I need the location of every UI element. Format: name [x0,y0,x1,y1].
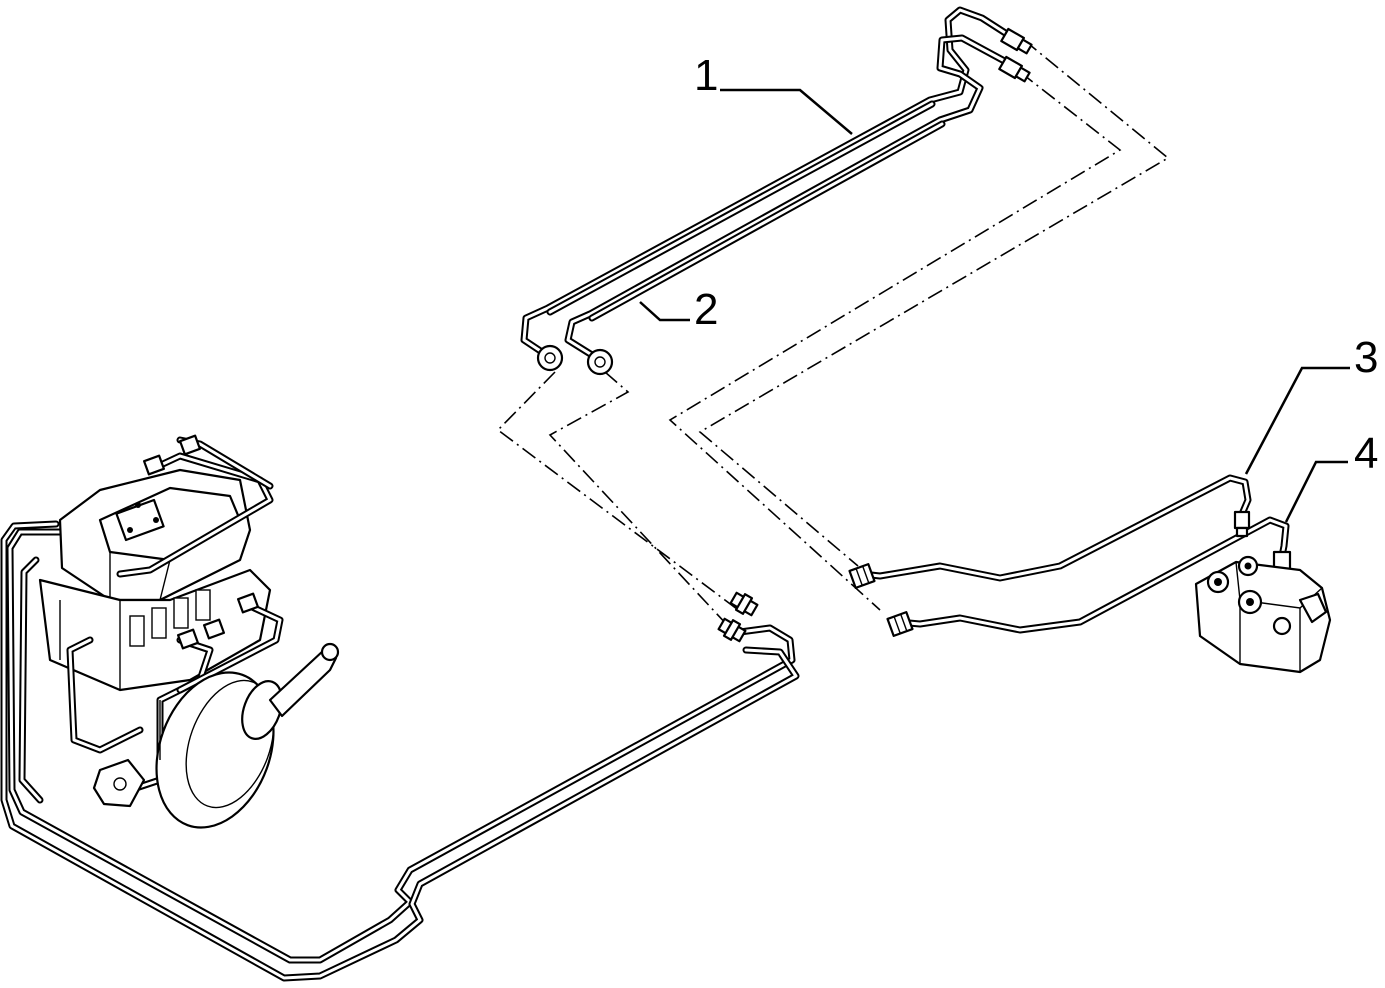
pipe-3-and-4 [858,474,1290,634]
pipe-fittings-lower [717,591,759,643]
connection-line-b [668,71,1122,611]
connection-line-a [698,39,1170,567]
pressure-regulator-valve [1194,555,1332,674]
pipe-1-and-2 [520,6,1014,364]
brake-servo-booster [92,642,340,829]
callout-2: 2 [694,285,719,334]
connection-lines [496,39,1170,629]
fitting-union-2 [998,55,1031,83]
connection-line-c [496,371,746,616]
callout-4: 4 [1354,429,1379,478]
pipe-fittings-upper [536,27,1033,376]
leader-line-4 [1284,460,1348,523]
abs-hydraulic-unit [38,434,284,794]
leader-line-3 [1244,366,1350,475]
lower-pipe-loop [0,520,800,982]
leader-lines [639,88,1350,523]
leader-line-2 [639,301,690,322]
callout-1: 1 [694,51,719,100]
leader-line-1 [720,88,853,135]
callout-3: 3 [1354,333,1379,382]
connection-line-d [548,371,731,629]
fitting-union-1 [1000,27,1033,55]
